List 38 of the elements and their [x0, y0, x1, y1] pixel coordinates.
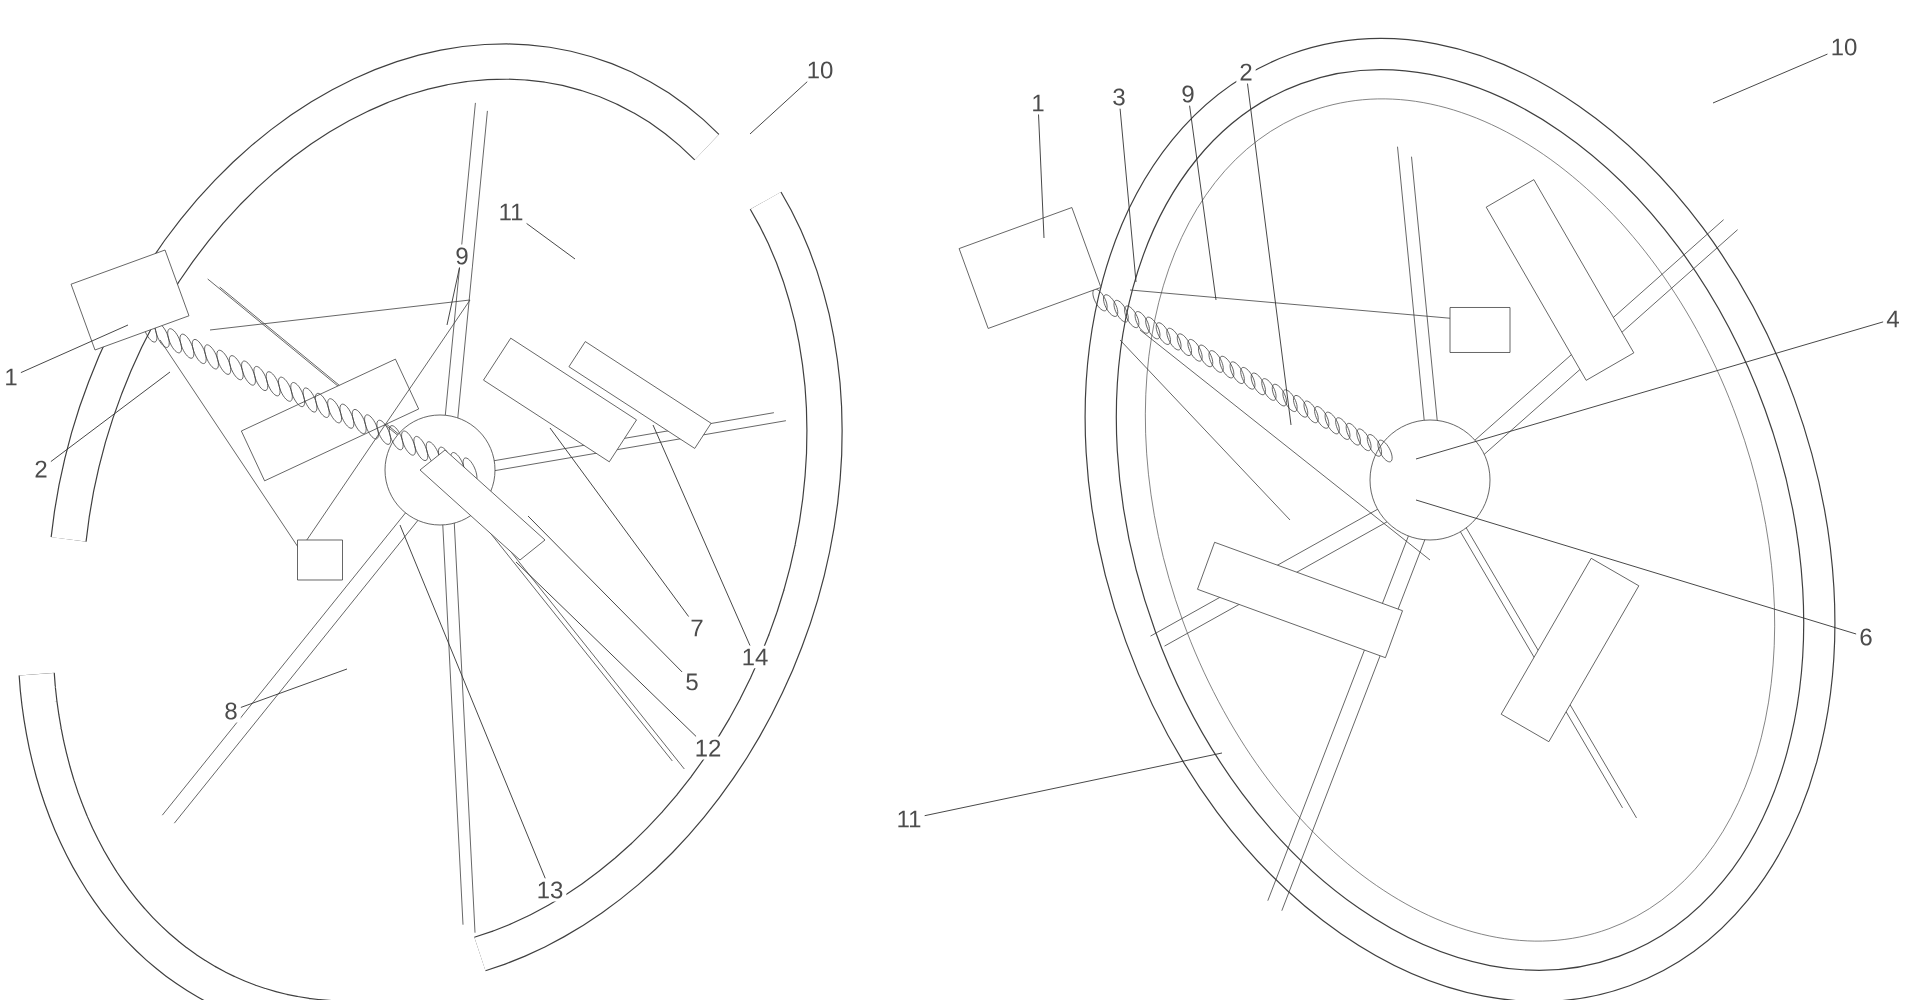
callout-number: 1	[1028, 91, 1048, 115]
leader-line	[399, 524, 546, 879]
leader-line	[446, 267, 460, 326]
leader-line	[652, 424, 751, 646]
callout-number: 12	[691, 736, 725, 760]
callout-number: 11	[893, 807, 925, 831]
leader-line	[50, 371, 171, 462]
callout-number: 11	[495, 200, 527, 224]
callout-number: 13	[533, 878, 567, 902]
leader-line	[924, 752, 1223, 817]
callout-number: 2	[1236, 60, 1256, 84]
callout-number: 2	[31, 457, 51, 481]
leader-line	[240, 668, 348, 708]
callout-number: 14	[738, 645, 772, 669]
leader-line	[527, 515, 683, 673]
leader-line	[749, 81, 808, 135]
leader-line	[515, 561, 697, 737]
leader-line	[549, 427, 690, 617]
callout-number: 4	[1883, 307, 1903, 331]
leader-line	[1119, 108, 1137, 283]
leader-line	[1247, 83, 1292, 426]
callout-number: 8	[221, 699, 241, 723]
leader-line	[1189, 105, 1217, 301]
leader-line	[526, 223, 576, 260]
leader-line	[1712, 53, 1828, 104]
leader-line	[1415, 499, 1857, 635]
callout-number: 5	[682, 670, 702, 694]
callout-number: 1	[1, 365, 21, 389]
callout-number: 10	[803, 58, 837, 82]
callout-number: 9	[452, 244, 472, 268]
callout-number: 6	[1856, 625, 1876, 649]
callout-number: 7	[687, 616, 707, 640]
callout-number: 10	[1827, 35, 1861, 59]
leader-line	[20, 324, 129, 374]
leader-line	[1415, 321, 1884, 460]
leader-line	[1038, 114, 1045, 239]
callout-number: 3	[1109, 85, 1129, 109]
callout-number: 9	[1178, 82, 1198, 106]
